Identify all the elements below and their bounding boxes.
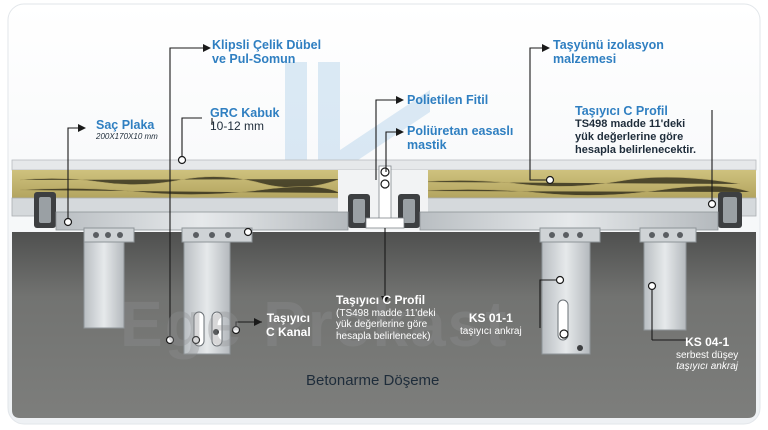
label-ts498-right-line3: hesapla belirlenecektir. <box>575 143 697 156</box>
label-c-kanal-line1: Taşıyıcı <box>266 311 310 325</box>
watermark-text: Ege Prekast <box>120 288 509 360</box>
label-grc-kabuk-title: GRC Kabuk <box>210 106 280 120</box>
label-ks01-line1: KS 01-1 <box>468 311 513 325</box>
label-grc-kabuk: GRC Kabuk 10-12 mm <box>210 106 279 134</box>
label-ks04-1: KS 04-1 serbest düşey taşıyıcı ankraj <box>676 335 739 373</box>
label-poliuretan-line1: Poliüretan easaslı <box>407 124 514 138</box>
label-betonarme-doseme: Betonarme Döşeme <box>306 372 440 389</box>
c-profile-right <box>718 192 742 228</box>
label-grc-thickness: 10-12 mm <box>210 119 265 134</box>
leader-endpoints <box>63 155 717 345</box>
bracket-left <box>83 227 135 329</box>
label-c-profil-center-title: Taşıyıcı C Profil <box>336 293 426 307</box>
label-poliuretan-mastik: Poliüretan easaslı mastik <box>407 124 513 153</box>
label-tasiyici-c-profil-right: Taşıyıcı C Profil TS498 madde 11'deki yü… <box>575 104 696 156</box>
c-profile-left <box>34 192 56 228</box>
label-tasyunu: Taşyünü izolasyon malzemesi <box>553 38 664 67</box>
joint-t-profile <box>365 165 405 229</box>
anchor-ks01 <box>539 227 601 355</box>
label-tasyunu-line1: Taşyünü izolasyon <box>553 38 664 52</box>
label-ts498-center-line3: hesapla belirlenecek) <box>336 330 431 342</box>
label-ks01-1: KS 01-1 taşıyıcı ankraj <box>460 311 522 337</box>
label-sac-plaka-dim: 200X170X10 mm <box>96 132 158 142</box>
label-tasiyici-c-kanal: Taşıyıcı C Kanal <box>266 311 311 340</box>
label-tasyunu-line2: malzemesi <box>553 52 617 67</box>
anchor-ks04 <box>639 227 697 331</box>
label-ts498-center-line1: (TS498 madde 11'deki <box>336 307 436 319</box>
steel-channel-left <box>55 211 349 231</box>
label-ks01-line2: taşıyıcı ankraj <box>460 325 522 337</box>
label-ts498-right-line2: yük değerlerine göre <box>575 131 684 144</box>
label-klipsli-celik-dubel: Klipsli Çelik Dübel ve Pul-Somun <box>212 38 321 67</box>
steel-channel-right <box>419 211 719 231</box>
label-c-profil-right-title: Taşıyıcı C Profil <box>575 104 668 118</box>
insulation-texture <box>19 176 751 196</box>
label-tasiyici-c-profil-center: Taşıyıcı C Profil (TS498 madde 11'deki y… <box>336 293 436 342</box>
label-klipsli-line1: Klipsli Çelik Dübel <box>212 38 322 52</box>
label-ts498-right-line1: TS498 madde 11'deki <box>575 118 686 131</box>
label-ks04-line2: serbest düşey <box>676 349 739 361</box>
label-ks04-line1: KS 04-1 <box>685 335 730 349</box>
label-ks04-line3: taşıyıcı ankraj <box>676 361 738 373</box>
label-sac-plaka: Saç Plaka 200X170X10 mm <box>96 118 158 142</box>
label-c-kanal-line2: C Kanal <box>266 324 311 339</box>
label-ts498-center-line2: yük değerlerine göre <box>336 319 428 331</box>
leader-arrowheads <box>78 44 550 326</box>
label-poliuretan-line2: mastik <box>407 138 447 153</box>
label-sac-plaka-title: Saç Plaka <box>96 118 155 132</box>
anchor-c-kanal <box>181 227 253 355</box>
c-profile-joint-left <box>348 194 370 228</box>
label-klipsli-line2: ve Pul-Somun <box>212 52 296 67</box>
label-polietilen-fitil: Polietilen Fitil <box>407 93 489 107</box>
leader-lines <box>67 47 713 341</box>
